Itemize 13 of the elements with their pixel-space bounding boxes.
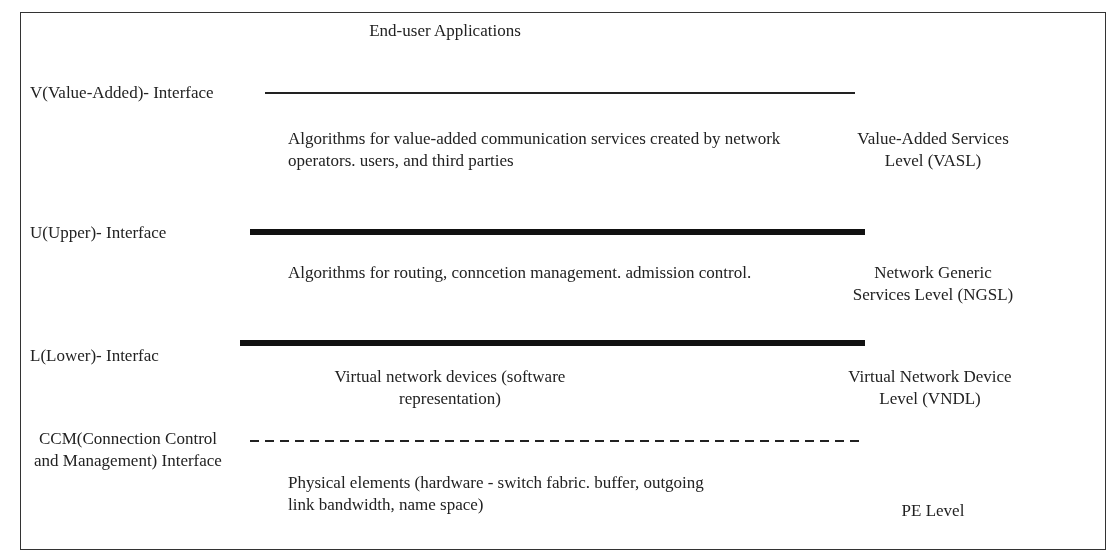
interface-label: U(Upper)- Interface — [30, 222, 168, 244]
heading: End-user Applications — [368, 20, 522, 42]
level-label: Virtual Network Device Level (VNDL) — [847, 366, 1013, 410]
interface-label: CCM(Connection Control and Management) Interface — [33, 428, 223, 472]
layer-description: Algorithms for routing, conncetion management. admission control. — [288, 262, 753, 284]
interface-label: L(Lower)- Interfac — [30, 345, 160, 367]
layer-description: Physical elements (hardware - switch fabric. buffer, outgoing link bandwidth, name space) — [288, 472, 705, 516]
level-label: Network Generic Services Level (NGSL) — [851, 262, 1015, 306]
level-label: PE Level — [900, 500, 966, 522]
layer-description: Algorithms for value-added communication services created by network operators. users, and third parties — [288, 128, 782, 172]
level-label: Value-Added Services Level (VASL) — [856, 128, 1010, 172]
layer-description: Virtual network devices (software representation) — [333, 366, 567, 410]
interface-label: V(Value-Added)- Interface — [30, 82, 215, 104]
